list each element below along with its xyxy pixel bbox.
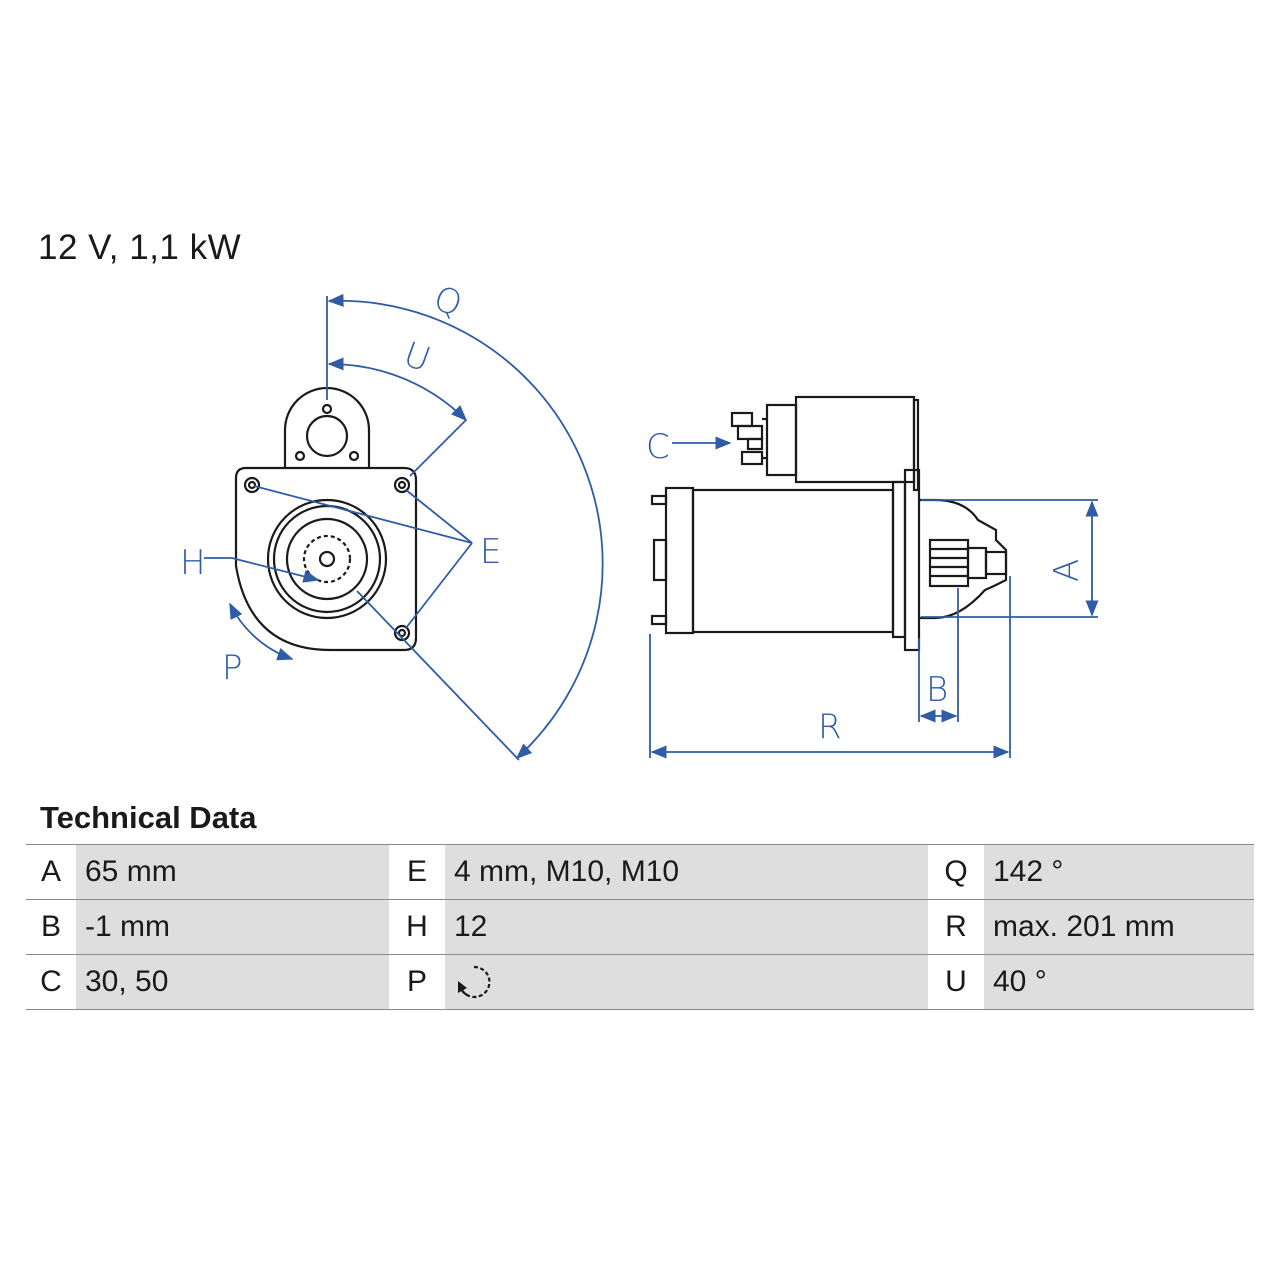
table-row: B -1 mm H 12 R max. 201 mm — [26, 899, 1254, 955]
spec-value: 65 mm — [76, 844, 389, 900]
label-r: R — [818, 707, 842, 747]
spec-key: E — [389, 844, 445, 900]
spec-value: max. 201 mm — [984, 899, 1254, 955]
spec-key: R — [928, 899, 984, 955]
terminal-bottom — [740, 450, 764, 466]
spec-key: A — [26, 844, 76, 900]
front-dimensions: Q U E H P — [180, 278, 604, 761]
terminal-top — [730, 411, 754, 428]
spec-key: B — [26, 899, 76, 955]
shaft-center — [318, 550, 336, 568]
pinion-side — [928, 538, 970, 588]
shaft-tip — [984, 550, 1008, 576]
solenoid-body — [794, 395, 916, 484]
table-row: C 30, 50 P U 40 ° — [26, 954, 1254, 1010]
label-e: E — [480, 532, 501, 572]
label-a: A — [1047, 559, 1087, 582]
mounting-flange-side — [903, 468, 921, 652]
spec-key: P — [389, 954, 445, 1010]
table-row: A 65 mm E 4 mm, M10, M10 Q 142 ° — [26, 844, 1254, 900]
spec-key: U — [928, 954, 984, 1010]
spec-key: C — [26, 954, 76, 1010]
spec-value: 4 mm, M10, M10 — [445, 844, 928, 900]
starter-motor-drawing: Q U E H P — [180, 278, 1099, 761]
spec-value: -1 mm — [76, 899, 389, 955]
label-p: P — [222, 648, 243, 688]
label-b: B — [926, 670, 948, 710]
ear-center-hole — [305, 414, 349, 458]
end-cap — [664, 486, 695, 635]
flange-outline — [234, 466, 418, 652]
side-view — [650, 395, 1008, 652]
spec-value: 142 ° — [984, 844, 1254, 900]
voltage-power-rating: 12 V, 1,1 kW — [38, 228, 242, 267]
front-view — [234, 386, 418, 652]
label-h: H — [180, 543, 206, 583]
spec-value: 30, 50 — [76, 954, 389, 1010]
pinion-gear — [302, 534, 352, 584]
side-dimensions: C A B R — [646, 427, 1099, 759]
motor-housing — [691, 488, 895, 634]
spec-key: H — [389, 899, 445, 955]
pilot-ring-outer — [266, 498, 388, 620]
technical-data-title: Technical Data — [40, 800, 257, 835]
technical-data-table: A 65 mm E 4 mm, M10, M10 Q 142 ° B -1 mm… — [26, 844, 1254, 1010]
spec-value: 40 ° — [984, 954, 1254, 1010]
label-c: C — [646, 427, 670, 467]
rotation-direction-icon — [458, 965, 491, 999]
spec-value-rotation — [445, 954, 928, 1010]
mount-hole-top-left — [243, 476, 261, 494]
label-u: U — [398, 334, 435, 380]
spec-value: 12 — [445, 899, 928, 955]
nose-housing — [919, 498, 1008, 620]
spec-key: Q — [928, 844, 984, 900]
